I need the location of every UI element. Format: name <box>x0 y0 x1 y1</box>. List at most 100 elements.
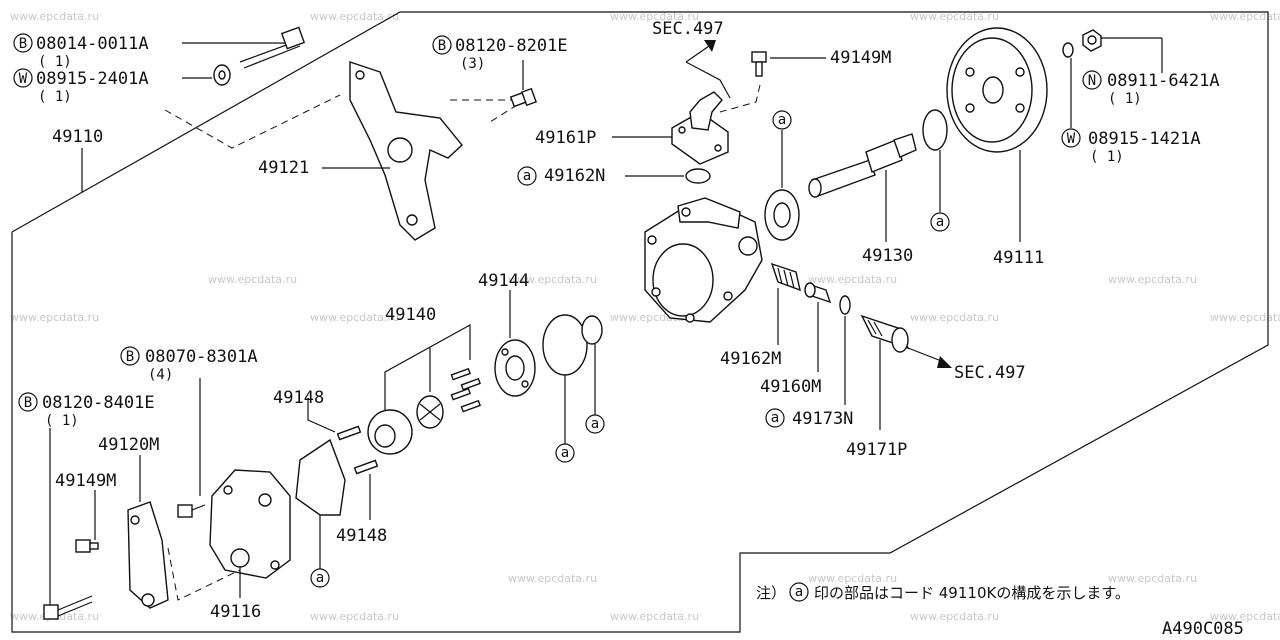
nut-08911-6421a-group: N 08911-6421A ( 1) <box>1082 70 1220 107</box>
part-49161p-label: 49161P <box>535 128 596 148</box>
watermark: www.epcdata.ru <box>508 572 597 585</box>
washer-08915-2401a-group: W 08915-2401A ( 1) <box>13 64 231 105</box>
watermark: www.epcdata.ru <box>310 10 399 23</box>
callout-qty: (4) <box>148 367 173 383</box>
washer-symbol-letter: W <box>19 71 28 87</box>
watermark: www.epcdata.ru <box>1210 10 1280 23</box>
callout-08014-0011a: 08014-0011A <box>36 34 149 54</box>
rear-cover-49116 <box>209 469 291 579</box>
watermark: www.epcdata.ru <box>1108 572 1197 585</box>
callout-08915-1421a: 08915-1421A <box>1088 129 1201 149</box>
callout-qty: ( 1) <box>1108 91 1142 107</box>
assy-symbol-letter: a <box>936 214 944 230</box>
bolt-08070-8301a-group: B 08070-8301A (4) <box>120 346 258 518</box>
watermark: www.epcdata.ru <box>1108 273 1197 286</box>
callout-08911-6421a: 08911-6421A <box>1107 71 1220 91</box>
part-49120m-label: 49120M <box>98 435 159 455</box>
cam-ring-49144 <box>494 339 536 397</box>
bolt-symbol-letter: B <box>438 38 446 54</box>
o-ring-part <box>581 315 603 345</box>
assy-symbol-icon <box>765 408 785 428</box>
watermark: www.epcdata.ru <box>310 311 399 324</box>
callout-08070-8301a: 08070-8301A <box>145 347 258 367</box>
assy-symbol-letter: a <box>561 445 569 461</box>
bolt-symbol-letter: B <box>19 36 27 52</box>
bolt-08120-8401e-group: B 08120-8401E ( 1) <box>18 392 155 620</box>
callout-qty: ( 1) <box>38 89 72 105</box>
washer-08915-1421a-group: W 08915-1421A ( 1) <box>1061 128 1201 165</box>
watermark: www.epcdata.ru <box>208 273 297 286</box>
pin-part <box>353 459 379 475</box>
sec-497-right: SEC.497 <box>954 363 1026 383</box>
rotor-49140 <box>367 395 444 455</box>
fitting-49161p <box>671 91 729 165</box>
assy-symbol-icon <box>772 110 792 130</box>
callout-qty: (3) <box>460 56 485 72</box>
footnote-prefix: 注） <box>756 584 786 602</box>
washer-symbol-letter: W <box>1067 131 1076 147</box>
assy-symbol-icon <box>310 568 330 588</box>
part-49148-label: 49148 <box>336 526 387 546</box>
part-49162n-label: 49162N <box>544 166 605 186</box>
o-ring-part <box>839 295 851 315</box>
watermark: www.epcdata.ru <box>910 10 999 23</box>
assy-symbol-letter: a <box>771 410 779 426</box>
part-49149m-label: 49149M <box>830 48 891 68</box>
footnote-text: 印の部品はコード 49110Kの構成を示します。 <box>814 584 1130 602</box>
callout-08120-8201e: 08120-8201E <box>455 36 568 56</box>
part-49110-label: 49110 <box>52 127 103 147</box>
assembly-boundary <box>11 11 1269 633</box>
watermark: www.epcdata.ru <box>508 273 597 286</box>
callout-08915-2401a: 08915-2401A <box>36 69 149 89</box>
washer-part <box>1062 42 1074 58</box>
assy-symbol-letter: a <box>778 112 786 128</box>
shaft-49130 <box>808 133 917 198</box>
assy-symbol-icon <box>930 212 950 232</box>
o-ring-part <box>542 314 588 376</box>
part-49171p-label: 49171P <box>846 440 907 460</box>
assy-symbol-letter: a <box>523 168 531 184</box>
watermarks: www.epcdata.ru www.epcdata.ru www.epcdat… <box>10 10 1280 623</box>
watermark: www.epcdata.ru <box>610 610 699 623</box>
snap-ring-part <box>922 109 948 151</box>
part-49160m-label: 49160M <box>760 377 821 397</box>
part-49148-label: 49148 <box>273 388 324 408</box>
washer-symbol-icon <box>1061 128 1081 148</box>
bolt-symbol-icon <box>13 33 33 53</box>
bolt-symbol-letter: B <box>24 395 32 411</box>
connector-49171p <box>860 314 910 353</box>
callout-qty: ( 1) <box>45 413 79 429</box>
arrow-icon <box>704 40 716 52</box>
bracket-49121 <box>349 61 463 241</box>
callout-qty: ( 1) <box>38 54 72 70</box>
assy-symbol-icon <box>585 414 605 434</box>
assy-symbol-letter: a <box>316 570 324 586</box>
nut-symbol-letter: N <box>1088 73 1096 89</box>
part-49149m-label: 49149M <box>55 471 116 491</box>
bolt-symbol-icon <box>120 346 140 366</box>
part-49144-label: 49144 <box>478 271 529 291</box>
watermark: www.epcdata.ru <box>310 610 399 623</box>
valve-49160m <box>804 282 832 304</box>
vanes-part <box>450 367 481 413</box>
part-49121-label: 49121 <box>258 158 309 178</box>
bolt-08120-8201e-group: B 08120-8201E (3) <box>432 35 568 108</box>
bolt-08014-group: B 08014-0011A ( 1) <box>13 26 306 70</box>
o-ring-part <box>685 168 711 184</box>
part-49173n-label: 49173N <box>792 409 853 429</box>
watermark: www.epcdata.ru <box>1210 311 1280 324</box>
arrow-icon <box>937 356 952 368</box>
bolt-part <box>177 504 193 518</box>
watermark: www.epcdata.ru <box>910 311 999 324</box>
bolt-symbol-icon <box>18 392 38 412</box>
part-49140-label: 49140 <box>385 305 436 325</box>
part-49111-label: 49111 <box>993 248 1044 268</box>
callout-qty: ( 1) <box>1090 149 1124 165</box>
part-49116-label: 49116 <box>210 602 261 622</box>
bolt-49149m-left <box>75 539 99 553</box>
pin-part <box>336 425 362 441</box>
part-49130-label: 49130 <box>862 246 913 266</box>
nut-symbol-icon <box>1082 70 1102 90</box>
washer-symbol-icon <box>13 68 33 88</box>
